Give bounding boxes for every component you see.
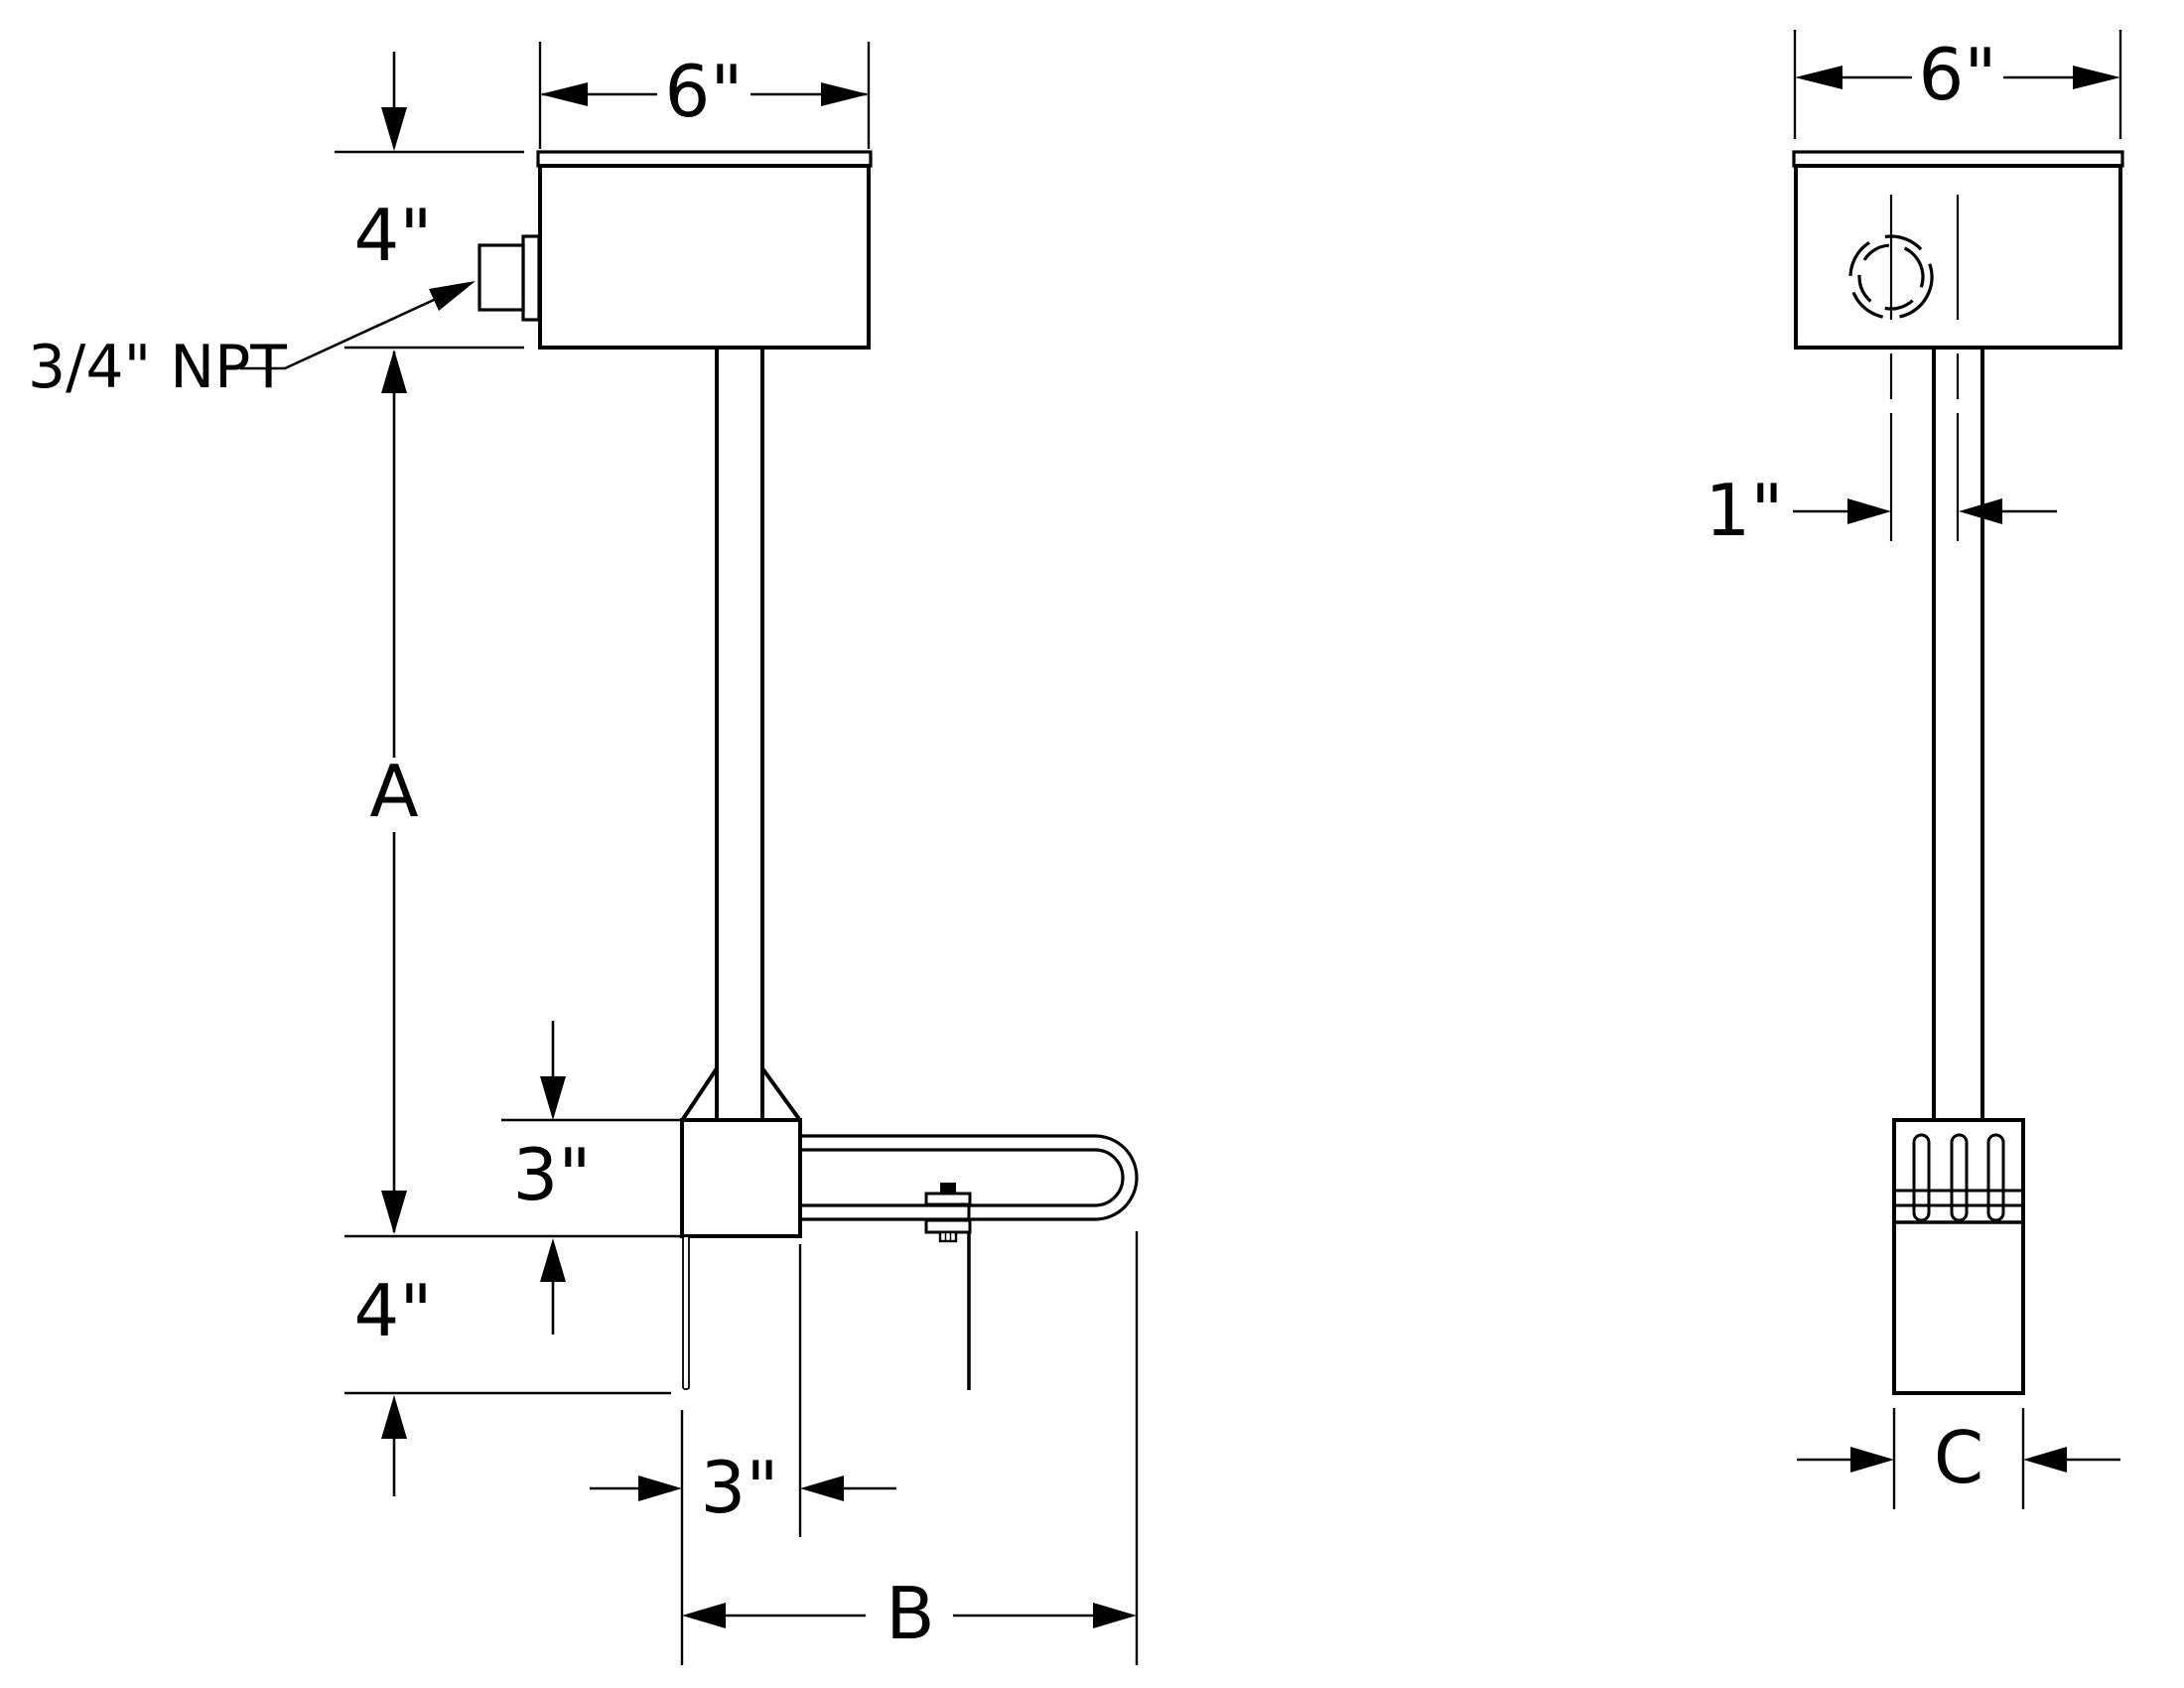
dim-element-width: C bbox=[1797, 1408, 2120, 1509]
bolt-head bbox=[940, 1183, 956, 1194]
element-block-front bbox=[1892, 1118, 2025, 1395]
element-slot bbox=[1950, 1133, 1969, 1222]
arrowhead-right-icon bbox=[1850, 1447, 1894, 1473]
arrowhead-up-icon bbox=[540, 1238, 566, 1282]
dim-label-below-block: 4" bbox=[354, 1269, 433, 1352]
gusset-left bbox=[681, 1066, 719, 1121]
dim-label-block-height: 3" bbox=[513, 1133, 592, 1216]
leader-line bbox=[240, 298, 435, 370]
element-slot bbox=[1912, 1133, 1931, 1222]
arrowhead-down-icon bbox=[381, 1191, 407, 1234]
arrowhead-right-icon bbox=[1093, 1603, 1137, 1628]
element-leg-centerlines bbox=[1889, 195, 1960, 541]
npt-hub bbox=[478, 243, 525, 312]
npt-flange bbox=[521, 234, 541, 322]
npt-note: 3/4" NPT bbox=[28, 281, 476, 402]
arrowhead-right-icon bbox=[821, 82, 869, 106]
gusset-right bbox=[760, 1066, 801, 1121]
riser-pipe bbox=[715, 348, 764, 1120]
mounting-block bbox=[680, 1118, 802, 1238]
leader-arrowhead-icon bbox=[429, 281, 476, 311]
arrowhead-left-icon bbox=[2023, 1447, 2067, 1473]
arrowhead-left-icon bbox=[1959, 498, 2002, 524]
junction-box-lid bbox=[536, 150, 873, 168]
dim-label-immersion-length: A bbox=[369, 750, 418, 833]
front-view: 6" 1" bbox=[1706, 30, 2124, 1509]
dim-element-length: B bbox=[682, 1231, 1139, 1665]
arrowhead-left-icon bbox=[800, 1476, 844, 1501]
junction-box-lid-front bbox=[1792, 150, 2124, 168]
dim-box-width-side: 6" bbox=[538, 42, 871, 149]
hidden-circle-inner bbox=[1857, 243, 1925, 311]
dim-label-leg-spacing: 1" bbox=[1706, 469, 1784, 552]
u-bend-outer bbox=[1094, 1134, 1139, 1221]
dim-immersion-length: A bbox=[369, 350, 419, 1234]
dim-leg-spacing: 1" bbox=[1706, 469, 2057, 552]
arrowhead-down-icon bbox=[540, 1076, 566, 1120]
arrowhead-down-icon bbox=[381, 107, 407, 151]
side-view: 6" bbox=[28, 42, 1139, 1665]
dim-block-width: 3" bbox=[590, 1244, 896, 1665]
junction-box bbox=[538, 164, 871, 350]
dim-below-block: 4" bbox=[344, 1269, 671, 1496]
u-bend-inner bbox=[1094, 1148, 1125, 1207]
arrowhead-right-icon bbox=[1847, 498, 1891, 524]
element-slot bbox=[1986, 1133, 2005, 1222]
arrowhead-left-icon bbox=[682, 1603, 726, 1628]
arrowhead-left-icon bbox=[1795, 66, 1843, 89]
clamp-bottom-plate bbox=[924, 1218, 972, 1234]
dim-box-width-front: 6" bbox=[1793, 30, 2122, 139]
sheath-fin bbox=[682, 1235, 690, 1390]
npt-fitting bbox=[478, 234, 541, 322]
dim-label-element-length: B bbox=[886, 1572, 934, 1655]
dim-label-box-height: 4" bbox=[354, 194, 433, 277]
dim-label-block-width: 3" bbox=[701, 1446, 779, 1529]
dim-block-height: 3" bbox=[344, 1021, 680, 1335]
arrowhead-left-icon bbox=[540, 82, 588, 106]
support-bracket bbox=[924, 1183, 972, 1390]
arrowhead-up-icon bbox=[381, 1395, 407, 1439]
nut bbox=[938, 1230, 958, 1243]
hidden-circle-outer bbox=[1848, 234, 1934, 320]
arrowhead-right-icon bbox=[638, 1476, 682, 1501]
riser-pipe-front bbox=[1932, 348, 1984, 1120]
dim-box-height: 4" bbox=[335, 52, 524, 350]
arrowhead-right-icon bbox=[2073, 66, 2120, 89]
npt-hole-hidden bbox=[1848, 234, 1934, 320]
dim-label-box-width-front: 6" bbox=[1919, 33, 1997, 116]
dim-label-element-width: C bbox=[1934, 1416, 1983, 1499]
dim-label-box-width: 6" bbox=[665, 50, 744, 133]
clamp-top-plate bbox=[924, 1192, 972, 1206]
